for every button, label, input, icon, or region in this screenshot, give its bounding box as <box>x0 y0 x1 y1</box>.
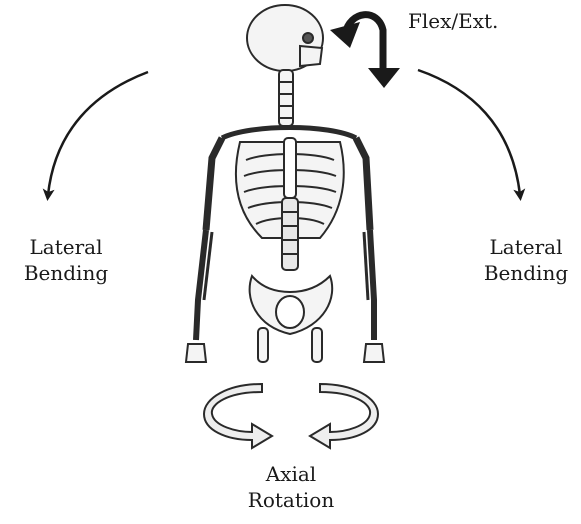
lateral-bending-right-label: Lateral Bending <box>470 234 581 286</box>
lateral-bending-left-label: Lateral Bending <box>10 234 122 286</box>
flex-ext-label: Flex/Ext. <box>408 8 498 34</box>
axial-rotation-right-arrow <box>310 384 378 448</box>
lateral-bending-left-arrow <box>48 72 148 195</box>
lateral-left-line2: Bending <box>10 260 122 286</box>
flex-ext-arrow <box>330 15 400 88</box>
skeleton-illustration <box>186 5 384 362</box>
lateral-right-line2: Bending <box>470 260 581 286</box>
axial-rotation-left-arrow <box>204 384 272 448</box>
lateral-left-line1: Lateral <box>10 234 122 260</box>
axial-line2: Rotation <box>236 487 346 513</box>
lateral-right-line1: Lateral <box>470 234 581 260</box>
axial-rotation-label: Axial Rotation <box>236 461 346 513</box>
lateral-bending-right-arrow <box>418 70 520 195</box>
axial-line1: Axial <box>236 461 346 487</box>
